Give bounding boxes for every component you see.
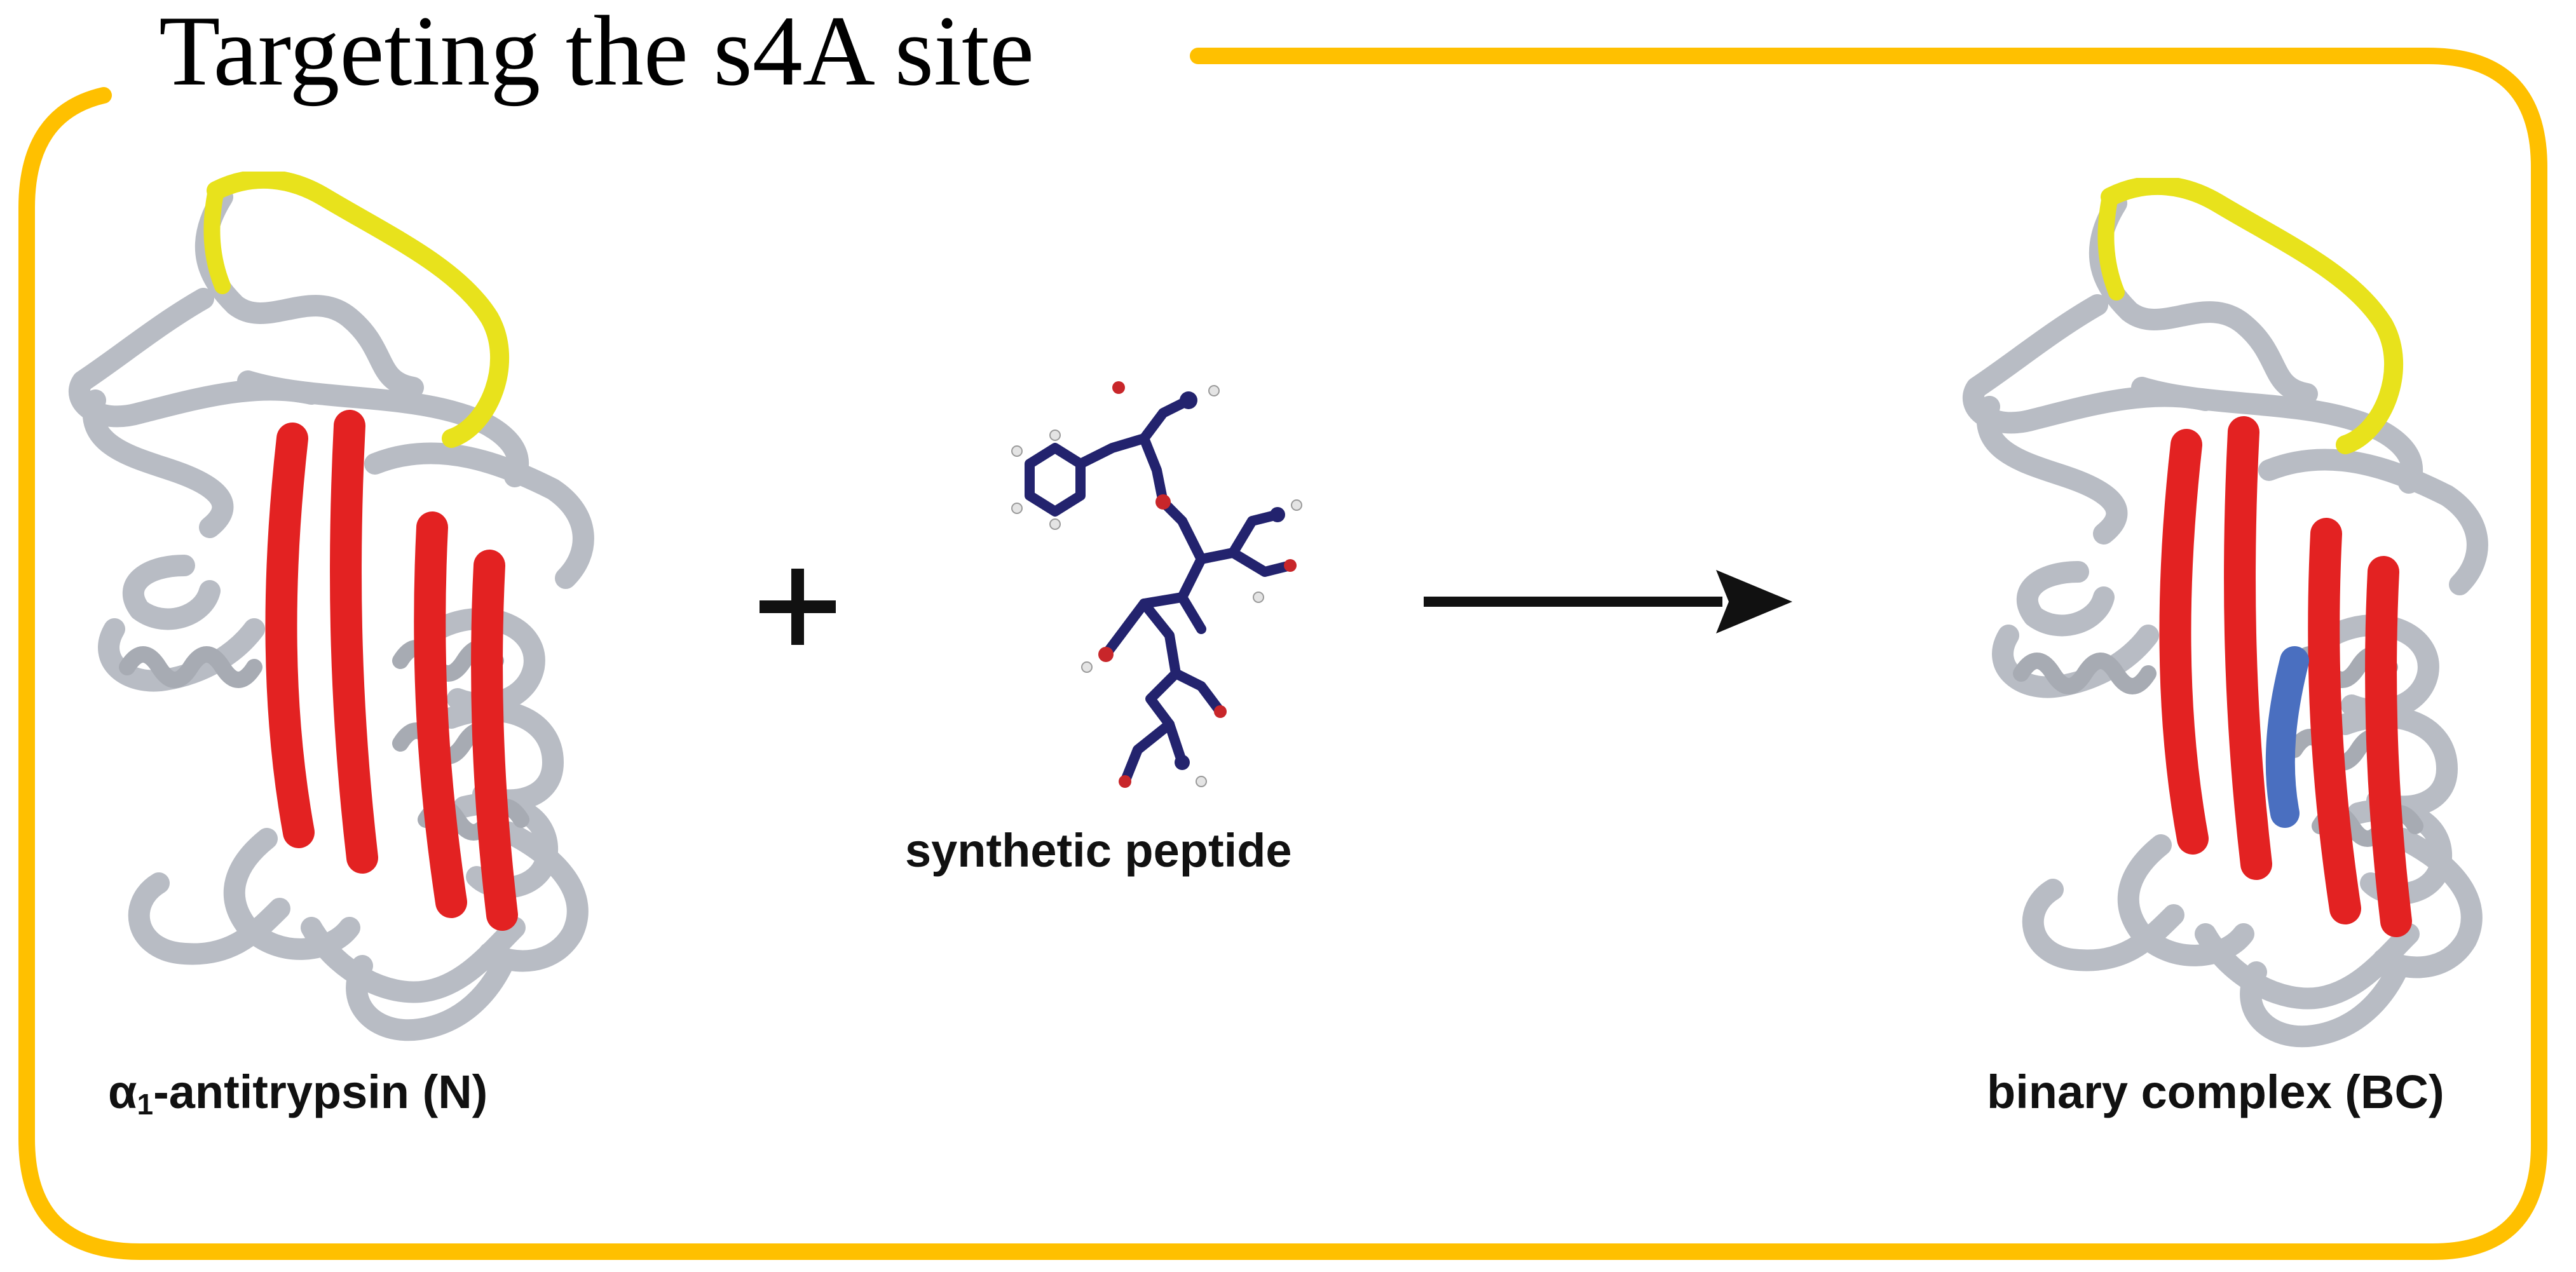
arrow-right-icon <box>1424 570 1792 633</box>
protein-label: α1-antitrypsin (N) <box>108 1066 488 1121</box>
protein-label-greek: α <box>108 1066 137 1118</box>
frame-border <box>18 48 2547 1260</box>
peptide-molecule-icon <box>1011 381 1302 788</box>
page-title: Targeting the s4A site <box>159 0 1035 107</box>
inserted-peptide-strand <box>2265 646 2309 828</box>
protein-complex-icon <box>1962 178 2488 1048</box>
protein-ribbon-icon <box>68 172 594 1041</box>
plus-icon <box>760 569 836 645</box>
protein-label-name: -antitrypsin (N) <box>153 1066 488 1118</box>
protein-label-subscript: 1 <box>137 1088 154 1121</box>
peptide-label: synthetic peptide <box>905 824 1292 877</box>
complex-label: binary complex (BC) <box>1987 1066 2444 1118</box>
